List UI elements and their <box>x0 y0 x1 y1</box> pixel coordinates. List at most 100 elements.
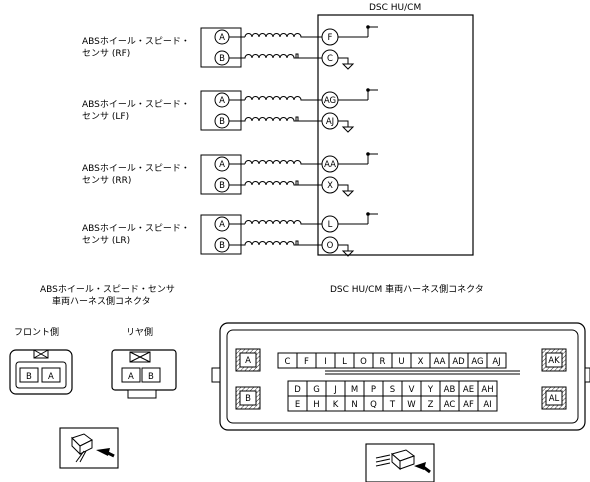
module-pin-signal-label: F <box>328 33 333 43</box>
pin-row1-label: U <box>398 357 404 367</box>
side-pin-box <box>239 352 257 368</box>
signal-line <box>338 26 378 38</box>
sensor-connector-title-1: ABSホイール・スピード・センサ <box>40 284 175 295</box>
module-pin-ground-label: AJ <box>326 117 334 127</box>
signal-dot <box>366 25 370 29</box>
pin-row3-label: Q <box>370 400 377 410</box>
sensor-pin-b-label: B <box>219 54 225 64</box>
twisted-wire-ground <box>229 240 322 246</box>
pin-row1-label: AJ <box>492 357 500 367</box>
sensor-pin-a-label: A <box>219 160 225 170</box>
sensor-name-1: ABSホイール・スピード・ <box>82 36 190 47</box>
rear-pin-2: B <box>148 372 154 382</box>
pin-row3-label: H <box>313 400 319 410</box>
twisted-wire <box>244 160 322 165</box>
module-pin-ground-label: O <box>327 241 334 251</box>
pin-row1-label: I <box>324 357 327 367</box>
module-connector <box>211 322 590 431</box>
signal-dot <box>366 152 370 156</box>
sensor-pin-b-label: B <box>219 181 225 191</box>
sensor-pin-a-label: A <box>219 220 225 230</box>
side-pin-box <box>239 390 257 406</box>
signal-dot <box>366 88 370 92</box>
pin-row1-label: L <box>342 357 347 367</box>
sensor-name-2: センサ (RF) <box>82 48 130 59</box>
side-pin-label: AL <box>549 394 560 404</box>
pin-row1 <box>486 352 507 369</box>
sensor-row: ABSホイール・スピード・センサ (LF) A B AG AJ <box>82 88 378 133</box>
ground-symbol <box>338 57 355 70</box>
connector-view-icon-left <box>59 427 119 469</box>
pin-row1-label: O <box>360 357 367 367</box>
module-pin-signal-label: AA <box>324 160 336 170</box>
pin-row1-label: AD <box>452 357 465 367</box>
connector-view-icon-right <box>365 443 435 482</box>
pin-row2-label: P <box>371 385 376 395</box>
pin-row3-label: AF <box>463 400 474 410</box>
front-connector: B A <box>9 349 73 395</box>
rear-label: リヤ側 <box>126 326 153 338</box>
sensor-row: ABSホイール・スピード・センサ (LR) A B L O <box>82 212 378 257</box>
pin-row3-label: Z <box>428 400 434 410</box>
pin-row2-label: Y <box>427 385 434 395</box>
pin-row1-label: AA <box>434 357 446 367</box>
twisted-wire-ground <box>229 116 322 122</box>
sensor-name-2: センサ (RR) <box>82 175 131 186</box>
signal-line <box>338 213 378 225</box>
signal-line <box>338 153 378 165</box>
twisted-wire-ground <box>229 53 322 59</box>
pin-row3-label: W <box>407 400 416 410</box>
pin-row1-label: AG <box>471 357 483 367</box>
sensor-pin-a-label: A <box>219 96 225 106</box>
sensor-pin-a-label: A <box>219 33 225 43</box>
module-pin-ground-label: X <box>327 181 333 191</box>
pin-row2-label: AH <box>481 385 493 395</box>
side-pin-label: B <box>245 394 251 404</box>
side-pin-box <box>545 390 563 406</box>
twisted-wire <box>244 33 322 38</box>
twisted-wire-ground <box>229 180 322 186</box>
sensor-name-1: ABSホイール・スピード・ <box>82 99 190 110</box>
pin-row2-label: D <box>294 385 301 395</box>
pin-row3-label: T <box>389 400 396 410</box>
pin-row2-label: AE <box>463 385 474 395</box>
signal-dot <box>366 212 370 216</box>
pin-row2-label: M <box>351 385 358 395</box>
twisted-wire <box>244 220 322 225</box>
signal-line <box>338 89 378 101</box>
front-label: フロント側 <box>14 326 59 338</box>
side-pin-box <box>545 352 563 368</box>
ground-symbol <box>338 120 355 133</box>
side-pin-label: AK <box>548 356 560 366</box>
module-title: DSC HU/CM <box>369 3 421 13</box>
pin-row2-label: J <box>333 385 337 395</box>
sensor-pin-b-label: B <box>219 117 225 127</box>
ground-symbol <box>338 244 355 257</box>
side-pin-label: A <box>245 356 251 366</box>
module-pin-signal-label: AG <box>324 96 336 106</box>
pin-row3-label: AI <box>483 400 491 410</box>
sensor-name-1: ABSホイール・スピード・ <box>82 223 190 234</box>
module-pin-signal-label: L <box>328 220 333 230</box>
sensor-connector-title-2: 車両ハーネス側コネクタ <box>52 295 151 307</box>
sensor-name-2: センサ (LR) <box>82 235 130 246</box>
twisted-wire <box>244 96 322 101</box>
pin-row2-label: S <box>390 385 395 395</box>
sensor-pin-b-label: B <box>219 241 225 251</box>
ground-symbol <box>338 184 355 197</box>
rear-pin-1: A <box>128 372 134 382</box>
sensor-name-2: センサ (LF) <box>82 111 129 122</box>
rear-connector: A B <box>111 349 177 399</box>
pin-row2-label: V <box>409 385 415 395</box>
front-pin-1: B <box>26 372 32 382</box>
pin-row2-label: AB <box>444 385 456 395</box>
pin-row3-label: N <box>351 400 357 410</box>
pin-row1-label: C <box>285 357 291 367</box>
pin-row3 <box>477 395 498 412</box>
sensor-rows: ABSホイール・スピード・センサ (RF)ABFCABSホイール・スピード・セン… <box>82 25 378 257</box>
